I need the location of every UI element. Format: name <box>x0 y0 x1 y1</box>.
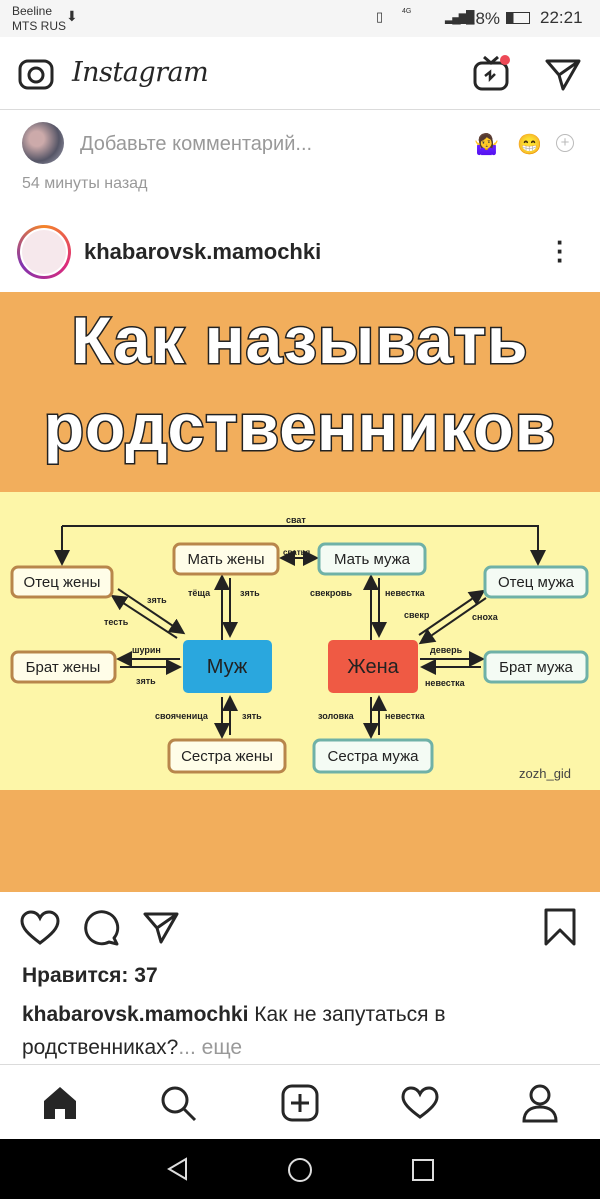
label-zyat: зять <box>136 676 156 686</box>
node-otec-zheny: Отец жены <box>24 574 101 591</box>
share-icon[interactable] <box>143 910 181 946</box>
battery-percent: 28% <box>466 9 501 28</box>
add-emoji-icon[interactable]: + <box>556 134 574 152</box>
carrier-1: Beeline <box>12 4 53 18</box>
relation-labels: сват сватья зять тесть тёща зять свекров… <box>104 515 499 721</box>
node-mat-muzha: Мать мужа <box>334 551 411 568</box>
label-nevestka: невестка <box>425 678 466 688</box>
relatives-diagram: сват сватья зять тесть тёща зять свекров… <box>0 492 600 790</box>
direct-message-icon[interactable] <box>545 57 581 91</box>
igtv-icon[interactable] <box>472 53 512 93</box>
search-icon[interactable] <box>160 1085 198 1123</box>
like-icon[interactable] <box>20 910 60 946</box>
save-icon[interactable] <box>543 908 577 946</box>
new-post-icon[interactable] <box>281 1084 319 1122</box>
node-brat-zheny: Брат жены <box>26 659 101 676</box>
label-svekrov: свекровь <box>310 588 352 598</box>
vibrate-icon: ▯ <box>376 9 384 24</box>
label-svat: сват <box>286 515 306 525</box>
post-username[interactable]: khabarovsk.mamochki <box>84 239 322 264</box>
likes-count[interactable]: Нравится: 37 <box>22 964 158 987</box>
home-button-icon[interactable] <box>287 1157 313 1183</box>
label-teshcha: тёща <box>188 588 211 598</box>
label-zyat: зять <box>242 711 262 721</box>
caption-username[interactable]: khabarovsk.mamochki <box>22 1003 249 1026</box>
label-nevestka: невестка <box>385 588 426 598</box>
status-bar: Beeline MTS RUS ⬇ ▯ 4G ▂▄▆█ 28% 22:21 <box>0 0 600 37</box>
node-sestra-zheny: Сестра жены <box>181 748 273 765</box>
node-brat-muzha: Брат мужа <box>499 659 573 676</box>
comment-input[interactable]: Добавьте комментарий... <box>80 133 313 155</box>
profile-icon[interactable] <box>522 1083 558 1123</box>
label-zyat: зять <box>240 588 260 598</box>
clock: 22:21 <box>540 8 583 27</box>
emoji-grin[interactable]: 😁 <box>517 134 542 156</box>
app-logo: Instagram <box>72 57 209 88</box>
label-zolovka: золовка <box>318 711 355 721</box>
label-svatya: сватья <box>283 548 311 557</box>
label-zyat: зять <box>147 595 167 605</box>
my-avatar <box>22 122 64 164</box>
label-test: тесть <box>104 617 129 627</box>
label-snokha: сноха <box>472 612 499 622</box>
arrows <box>54 525 546 739</box>
more-options-icon[interactable]: ··· <box>556 227 565 275</box>
post-caption: khabarovsk.mamochki Как не запутаться в … <box>22 998 582 1064</box>
image-title-line-2: родственников <box>42 389 557 466</box>
watermark: zozh_gid <box>519 766 571 781</box>
node-sestra-muzha: Сестра мужа <box>328 748 420 765</box>
download-icon: ⬇ <box>66 8 78 24</box>
battery-icon <box>506 12 530 24</box>
comment-icon[interactable] <box>82 910 120 946</box>
label-nevestka: невестка <box>385 711 426 721</box>
activity-icon[interactable] <box>401 1086 439 1120</box>
node-otec-muzha: Отец мужа <box>498 574 575 591</box>
more-link[interactable]: ... еще <box>178 1036 243 1059</box>
camera-icon[interactable] <box>18 57 54 91</box>
caption-text: Как не запутаться в родственниках? <box>22 1003 446 1059</box>
carrier-2: MTS RUS <box>12 19 66 33</box>
timestamp: 54 минуты назад <box>22 175 148 192</box>
post-avatar[interactable] <box>17 225 71 279</box>
node-zhena: Жена <box>347 656 399 678</box>
back-icon[interactable] <box>166 1157 190 1181</box>
label-shurin: шурин <box>132 645 161 655</box>
label-svekr: свекр <box>404 610 430 620</box>
bottom-navigation <box>0 1064 600 1139</box>
image-title-line-1: Как называть <box>70 302 529 379</box>
node-mat-zheny: Мать жены <box>188 551 265 568</box>
emoji-shrug[interactable]: 🤷‍♀️ <box>474 134 499 156</box>
network-type: 4G <box>402 8 412 15</box>
system-navigation-bar <box>0 1139 600 1199</box>
node-muzh: Муж <box>207 656 248 678</box>
label-dever: деверь <box>430 645 463 655</box>
recents-icon[interactable] <box>411 1158 435 1182</box>
label-svoyachnica: свояченица <box>155 711 209 721</box>
signal-icon: ▂▄▆█ <box>445 10 475 24</box>
home-icon[interactable] <box>42 1085 78 1121</box>
nodes: Отец жены Мать жены Мать мужа Отец мужа … <box>10 542 589 781</box>
top-bar: Instagram <box>0 37 600 110</box>
